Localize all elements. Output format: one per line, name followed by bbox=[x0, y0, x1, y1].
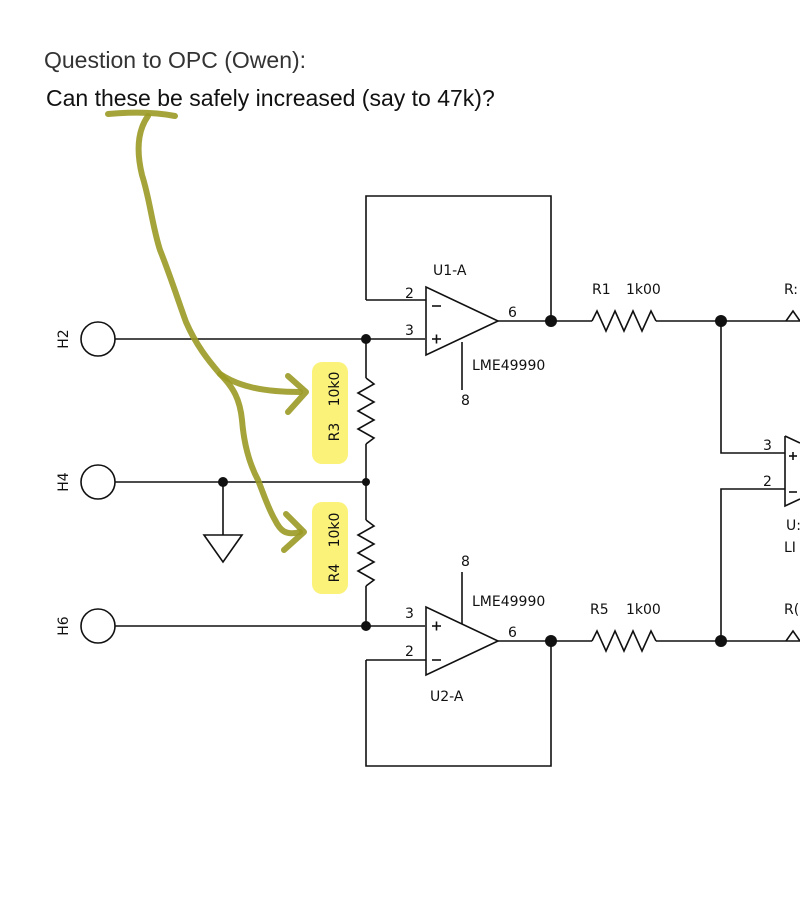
r4-ref: R4 bbox=[327, 564, 343, 583]
u1-feedback-loop bbox=[365, 195, 552, 321]
r2-ref-partial: R: bbox=[784, 282, 798, 298]
u1-pin-minus: 2 bbox=[405, 286, 414, 302]
u2-pin-supply: 8 bbox=[461, 554, 470, 570]
junction-h4-rail bbox=[362, 478, 370, 486]
r4-highlight bbox=[312, 502, 348, 594]
u1-pin-supply: 8 bbox=[461, 393, 470, 409]
u3-opamp-top-edge bbox=[784, 435, 800, 444]
u3-ref-partial: U: bbox=[786, 518, 800, 534]
scribble-underline bbox=[105, 109, 178, 119]
connector-h6-label: H6 bbox=[56, 616, 72, 636]
scribble-arrowhead-upper bbox=[285, 373, 309, 415]
r6-ref-partial: R( bbox=[784, 602, 799, 618]
u2-feedback-loop bbox=[365, 641, 552, 767]
u2-pin-out: 6 bbox=[508, 625, 517, 641]
u2-pin-plus: 3 bbox=[405, 606, 414, 622]
r4-value: 10k0 bbox=[327, 513, 343, 548]
u1-part: LME49990 bbox=[472, 358, 545, 374]
r6-resistor-partial bbox=[785, 629, 800, 642]
u3-minus-wire bbox=[720, 488, 785, 641]
connector-h4 bbox=[80, 464, 116, 500]
connector-h4-label: H4 bbox=[56, 472, 72, 492]
u3-plus-wire bbox=[720, 321, 785, 454]
question-title: Question to OPC (Owen): bbox=[44, 47, 307, 73]
u1-ref: U1-A bbox=[433, 263, 467, 279]
u2-ref: U2-A bbox=[430, 689, 464, 705]
u3-opamp-partial bbox=[784, 436, 800, 508]
connector-h6 bbox=[80, 608, 116, 644]
r4-resistor bbox=[356, 519, 376, 587]
r3-value: 10k0 bbox=[327, 372, 343, 407]
u3-pin-minus: 2 bbox=[763, 474, 772, 490]
junction-h6 bbox=[361, 621, 371, 631]
u1-pin-out: 6 bbox=[508, 305, 517, 321]
ground-symbol bbox=[202, 534, 244, 564]
question-text: Can these be safely increased (say to 47… bbox=[46, 85, 495, 111]
r5-value: 1k00 bbox=[626, 602, 661, 618]
u1-opamp bbox=[425, 285, 500, 357]
junction-ground bbox=[218, 477, 228, 487]
r1-value: 1k00 bbox=[626, 282, 661, 298]
r3-ref: R3 bbox=[327, 423, 343, 442]
u2-part: LME49990 bbox=[472, 594, 545, 610]
r5-resistor bbox=[591, 629, 657, 653]
junction-h2 bbox=[361, 334, 371, 344]
u3-pin-plus: 3 bbox=[763, 438, 772, 454]
scribble-arrowhead-lower bbox=[281, 511, 307, 553]
r3-highlight bbox=[312, 362, 348, 464]
u3-part-partial: LI bbox=[784, 540, 796, 556]
r2-resistor-partial bbox=[785, 309, 800, 322]
r5-ref: R5 bbox=[590, 602, 609, 618]
u2-pin-minus: 2 bbox=[405, 644, 414, 660]
r1-ref: R1 bbox=[592, 282, 611, 298]
scribble-main-stroke bbox=[135, 113, 303, 537]
connector-h2 bbox=[80, 321, 116, 357]
scribble-arrow-upper bbox=[217, 371, 303, 395]
connector-h2-label: H2 bbox=[56, 329, 72, 348]
u1-pin-plus: 3 bbox=[405, 323, 414, 339]
r3-resistor bbox=[356, 377, 376, 445]
r1-resistor bbox=[591, 309, 657, 333]
